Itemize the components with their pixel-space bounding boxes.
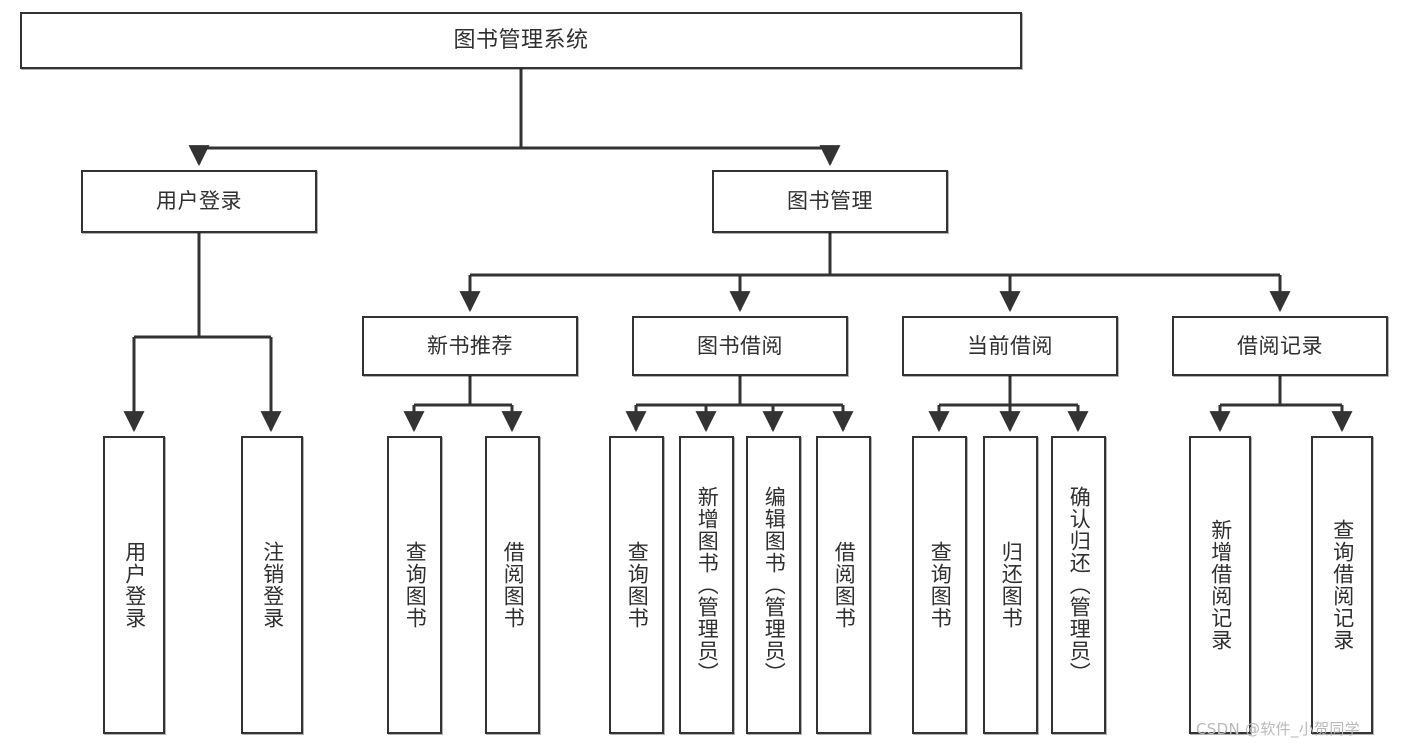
node-leaf-edit-book[interactable]: 编辑图书（管理员） <box>746 436 801 734</box>
node-root[interactable]: 图书管理系统 <box>20 12 1022 69</box>
node-book-borrow[interactable]: 图书借阅 <box>632 316 848 376</box>
watermark: CSDN @软件_小贺同学 <box>1196 720 1360 738</box>
node-leaf-user-login-label: 用户登录 <box>122 541 147 629</box>
node-leaf-borrow-book-1[interactable]: 借阅图书 <box>485 436 540 734</box>
node-new-book-rec-label: 新书推荐 <box>427 333 513 358</box>
node-leaf-add-record-label: 新增借阅记录 <box>1208 519 1233 651</box>
node-borrow-record-label: 借阅记录 <box>1237 333 1323 358</box>
node-leaf-query-record-label: 查询借阅记录 <box>1330 519 1355 651</box>
node-leaf-add-book[interactable]: 新增图书（管理员） <box>679 436 734 734</box>
node-leaf-query-book-3-label: 查询图书 <box>928 541 953 629</box>
node-leaf-return-book[interactable]: 归还图书 <box>983 436 1038 734</box>
node-leaf-query-book-1[interactable]: 查询图书 <box>387 436 442 734</box>
node-user-login[interactable]: 用户登录 <box>81 170 317 233</box>
node-root-label: 图书管理系统 <box>453 27 589 53</box>
node-leaf-borrow-book-2[interactable]: 借阅图书 <box>816 436 871 734</box>
node-book-manage[interactable]: 图书管理 <box>712 170 948 233</box>
node-leaf-borrow-book-2-label: 借阅图书 <box>832 541 857 629</box>
node-leaf-add-book-label: 新增图书（管理员） <box>695 486 720 684</box>
node-leaf-query-book-1-label: 查询图书 <box>403 541 428 629</box>
node-borrow-record[interactable]: 借阅记录 <box>1172 316 1388 376</box>
node-current-borrow[interactable]: 当前借阅 <box>902 316 1118 376</box>
node-current-borrow-label: 当前借阅 <box>967 333 1053 358</box>
node-leaf-query-book-2-label: 查询图书 <box>625 541 650 629</box>
node-leaf-add-record[interactable]: 新增借阅记录 <box>1189 436 1251 734</box>
node-leaf-edit-book-label: 编辑图书（管理员） <box>762 486 787 684</box>
node-leaf-return-book-label: 归还图书 <box>999 541 1024 629</box>
node-leaf-borrow-book-1-label: 借阅图书 <box>501 541 526 629</box>
node-leaf-query-book-2[interactable]: 查询图书 <box>609 436 664 734</box>
node-book-borrow-label: 图书借阅 <box>697 333 783 358</box>
node-leaf-confirm-return[interactable]: 确认归还（管理员） <box>1051 436 1106 734</box>
node-new-book-rec[interactable]: 新书推荐 <box>362 316 578 376</box>
node-leaf-logout[interactable]: 注销登录 <box>241 436 303 734</box>
node-leaf-logout-label: 注销登录 <box>260 541 285 629</box>
node-user-login-label: 用户登录 <box>156 189 242 214</box>
node-leaf-query-record[interactable]: 查询借阅记录 <box>1311 436 1373 734</box>
node-book-manage-label: 图书管理 <box>787 189 873 214</box>
node-leaf-user-login[interactable]: 用户登录 <box>103 436 165 734</box>
node-leaf-query-book-3[interactable]: 查询图书 <box>912 436 967 734</box>
node-leaf-confirm-return-label: 确认归还（管理员） <box>1067 486 1092 684</box>
